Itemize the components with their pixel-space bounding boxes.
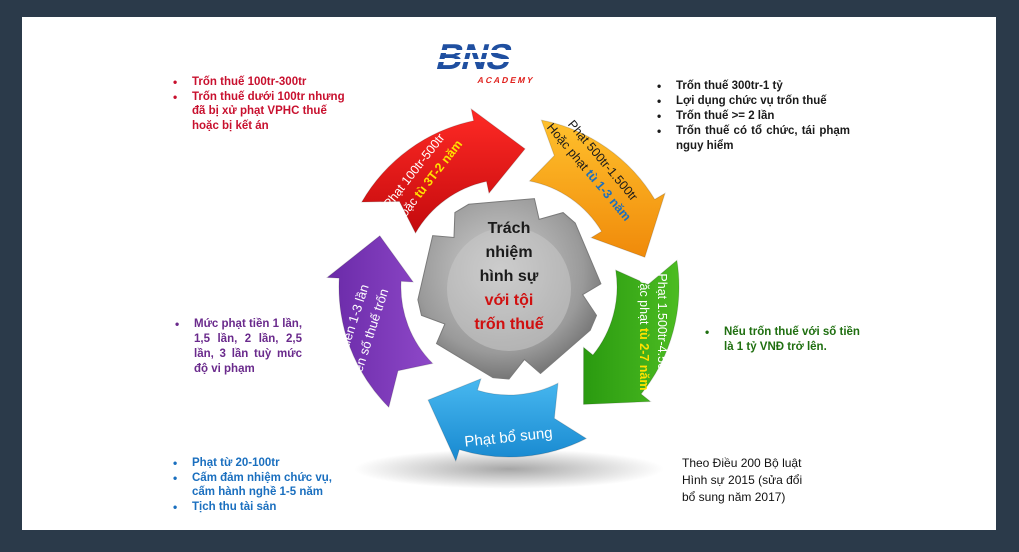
red-note-item: Trốn thuế 100tr-300tr xyxy=(170,75,350,90)
legal-source: Theo Điều 200 Bộ luật Hình sự 2015 (sửa … xyxy=(682,455,852,506)
hub-inner-disc xyxy=(447,227,571,351)
purple-note-item: Mức phạt tiền 1 lần, 1,5 lần, 2 lần, 2,5… xyxy=(172,317,302,377)
legal-source-line-1: Theo Điều 200 Bộ luật xyxy=(682,456,802,470)
green-note-item: Nếu trốn thuế với số tiền là 1 tỷ VNĐ tr… xyxy=(702,325,862,355)
purple-notes: Mức phạt tiền 1 lần, 1,5 lần, 2 lần, 2,5… xyxy=(172,317,302,377)
center-line-5: trốn thuế xyxy=(474,316,543,333)
orange-notes: Trốn thuế 300tr-1 tỷ Lợi dụng chức vụ tr… xyxy=(654,79,850,154)
penalty-cycle-diagram: Trách nhiệm hình sự với tội trốn thuế Ph… xyxy=(325,107,680,489)
orange-note-item: Lợi dụng chức vụ trốn thuế xyxy=(654,94,850,109)
blue-note-item: Tịch thu tài sản xyxy=(170,500,350,515)
blue-notes: Phạt từ 20-100tr Cấm đảm nhiệm chức vụ, … xyxy=(170,456,350,514)
legal-source-line-3: bổ sung năm 2017) xyxy=(682,490,786,504)
green-segment-line-1: Phạt 1.500tr-4.500tr xyxy=(655,273,669,384)
blue-note-item: Cấm đảm nhiệm chức vụ, cấm hành nghề 1-5… xyxy=(170,471,350,500)
orange-note-item: Trốn thuế 300tr-1 tỷ xyxy=(654,79,850,94)
orange-note-item: Trốn thuế >= 2 lần xyxy=(654,109,850,124)
legal-source-line-2: Hình sự 2015 (sửa đổi xyxy=(682,473,803,487)
red-notes: Trốn thuế 100tr-300tr Trốn thuế dưới 100… xyxy=(170,75,350,133)
purple-segment xyxy=(325,235,434,409)
red-segment xyxy=(360,107,526,235)
blue-note-item: Phạt từ 20-100tr xyxy=(170,456,350,471)
center-hub xyxy=(417,198,602,380)
blue-segment xyxy=(427,377,588,463)
content-panel: BNS ACADEMY xyxy=(22,17,996,530)
orange-note-item: Trốn thuế có tổ chức, tái phạm nguy hiểm xyxy=(654,124,850,154)
center-line-3: hình sự xyxy=(480,268,539,285)
green-segment-prefix: Hoặc phạt xyxy=(637,268,651,328)
center-line-2: nhiệm xyxy=(485,244,532,261)
red-note-item: Trốn thuế dưới 100tr nhưng đã bị xử phạt… xyxy=(170,90,350,134)
center-line-4: với tội xyxy=(485,292,534,309)
diagram-shadow xyxy=(354,449,664,489)
orange-segment xyxy=(528,119,666,258)
svg-text:Hoặc phạt tù 2-7 năm: Hoặc phạt tù 2-7 năm xyxy=(637,268,651,391)
green-segment-highlight: tù 2-7 năm xyxy=(637,328,651,391)
center-line-1: Trách xyxy=(488,220,531,237)
green-notes: Nếu trốn thuế với số tiền là 1 tỷ VNĐ tr… xyxy=(702,325,862,355)
green-segment xyxy=(582,259,680,405)
green-segment-label: Phạt 1.500tr-4.500tr Hoặc phạt tù 2-7 nă… xyxy=(637,268,669,391)
